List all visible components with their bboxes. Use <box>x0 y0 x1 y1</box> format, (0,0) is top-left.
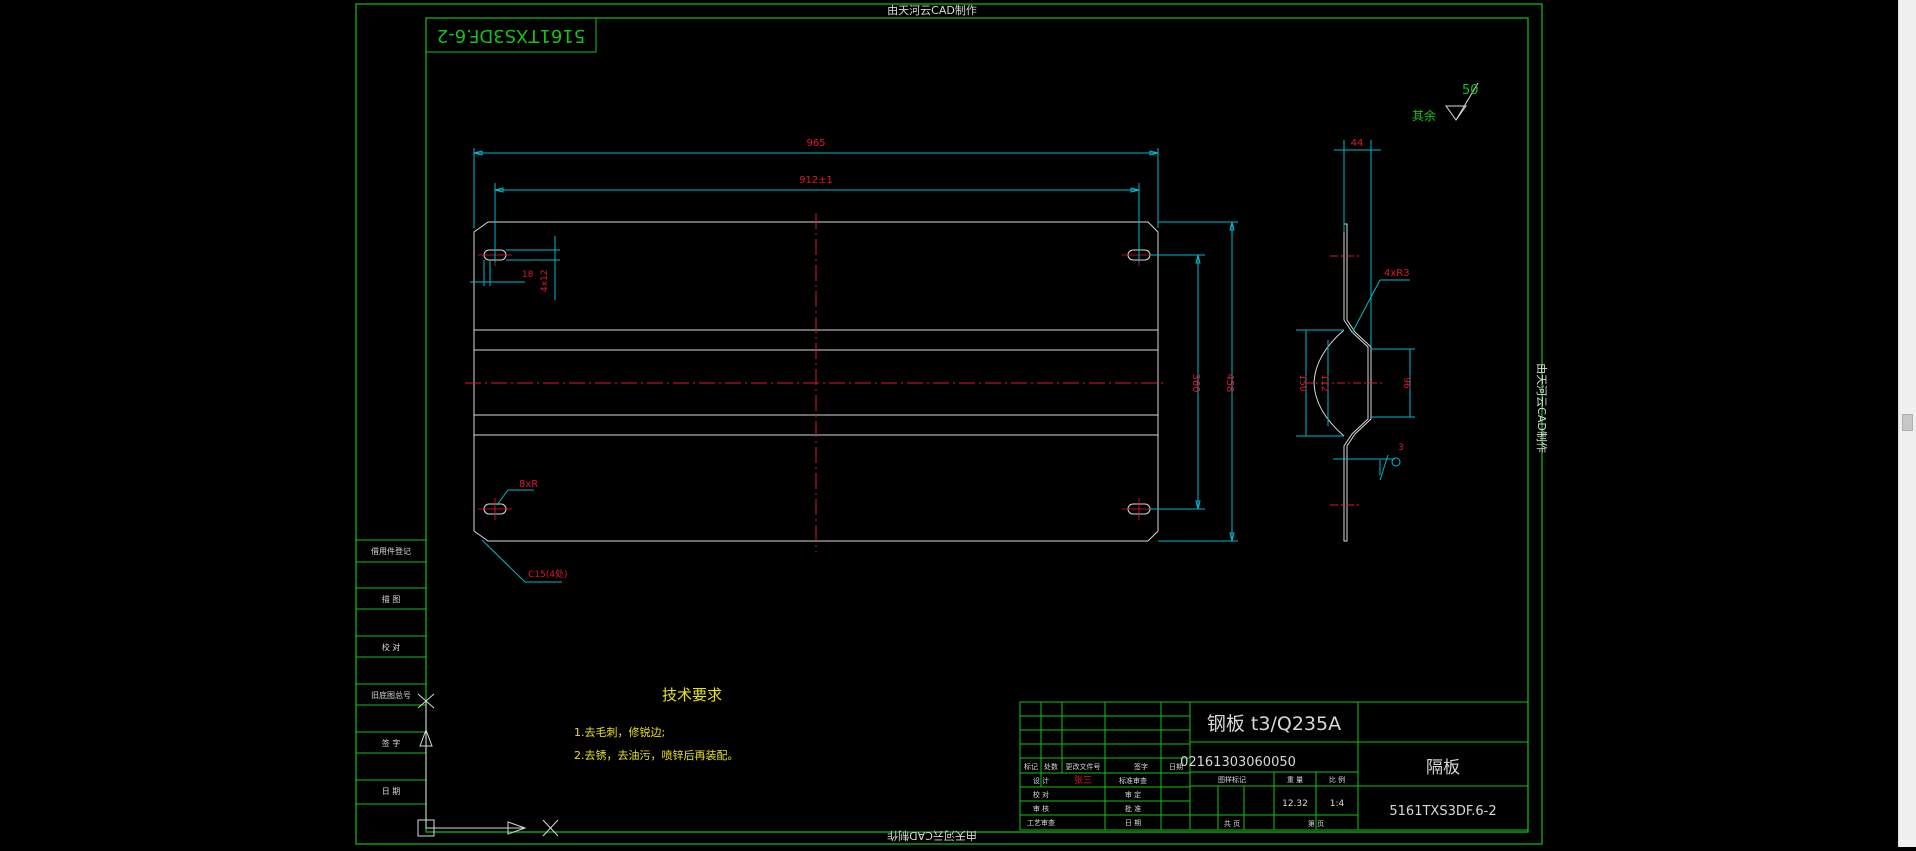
roughness-symbol: 50 其余 <box>1412 82 1479 123</box>
title-approval-2: 审 定 <box>1125 790 1141 799</box>
side-panel-row-3: 校 对 <box>382 642 401 652</box>
side-panel: 借用件登记 描 图 校 对 旧底图总号 签 字 日 期 <box>355 539 427 805</box>
title-weight: 12.32 <box>1282 799 1308 809</box>
dim-corner-radius-text: 8xR <box>519 479 538 490</box>
title-approval-3: 批 准 <box>1125 804 1141 813</box>
dim-inner-height-text: 112 <box>1319 374 1329 391</box>
designer-signature: 张三 <box>1074 775 1092 786</box>
dim-slot-width-text: 18 <box>522 270 534 280</box>
title-part-name: 隔板 <box>1426 758 1460 778</box>
dim-thickness-text: 3 <box>1398 443 1404 453</box>
corner-code: 5161TXS3DF.6-2 <box>437 25 585 46</box>
front-view: 965 912±1 18 4x12 8xR C15(4处) <box>465 138 1238 583</box>
dim-slot-length-text: 4x12 <box>540 269 550 292</box>
dim-bend-radius-text: 4xR3 <box>1384 268 1410 279</box>
scrollbar-thumb[interactable] <box>1902 414 1913 431</box>
watermark-right: 由天河云CAD制作 <box>1535 363 1549 453</box>
sheet-border <box>355 3 1543 845</box>
roughness-note: 其余 <box>1412 108 1436 123</box>
side-view: 44 4xR3 150 112 96 3 <box>1296 138 1415 542</box>
side-profile <box>1343 223 1372 542</box>
dim-chamfer-text: C15(4处) <box>528 568 568 580</box>
dim-overall-length-text: 965 <box>806 138 825 149</box>
title-header-4: 签字 <box>1134 762 1148 771</box>
tech-requirements: 技术要求 1.去毛刺，修锐边; 2.去锈，去油污，喷锌后再装配。 <box>574 686 739 762</box>
title-approval-4: 日 期 <box>1125 819 1141 827</box>
vertical-scrollbar[interactable] <box>1898 0 1916 847</box>
tech-requirement-1: 1.去毛刺，修锐边; <box>574 725 665 739</box>
title-doc-code: 5161TXS3DF.6-2 <box>1389 804 1496 819</box>
title-sheet-no: 第 页 <box>1308 819 1324 828</box>
title-header-3: 更改文件号 <box>1066 762 1101 771</box>
side-panel-row-5: 签 字 <box>382 738 401 748</box>
title-scale-label: 比 例 <box>1329 775 1345 784</box>
title-drawing-no: 02161303060050 <box>1180 755 1296 770</box>
dim-overall-width-text: 458 <box>1224 373 1235 392</box>
side-panel-row-6: 日 期 <box>382 787 401 796</box>
dim-profile-height-text: 150 <box>1297 374 1307 391</box>
title-role-1: 设 计 <box>1033 776 1049 785</box>
side-panel-row-2: 描 图 <box>382 594 401 604</box>
dim-hole-pitch: 912±1 <box>494 175 1140 262</box>
dim-overall-length: 965 <box>473 138 1159 228</box>
title-scale: 1:4 <box>1330 799 1345 809</box>
side-panel-row-1: 借用件登记 <box>371 546 411 556</box>
dim-flat-height-text: 96 <box>1401 377 1411 389</box>
watermark-top: 由天河云CAD制作 <box>887 3 977 17</box>
title-block: 钢板 t3/Q235A 02161303060050 隔板 5161TXS3DF… <box>1019 701 1529 831</box>
roughness-value: 50 <box>1462 83 1479 98</box>
tech-requirement-2: 2.去锈，去油污，喷锌后再装配。 <box>574 748 739 762</box>
dim-hole-pitch-text: 912±1 <box>799 175 833 186</box>
title-material: 钢板 t3/Q235A <box>1207 713 1341 735</box>
tech-requirements-title: 技术要求 <box>662 686 722 704</box>
title-header-2: 处数 <box>1044 762 1058 771</box>
drawing-frame <box>425 17 1529 833</box>
title-stage-label: 图样标记 <box>1218 775 1246 784</box>
dim-slot-detail: 18 4x12 8xR C15(4处) <box>470 236 568 583</box>
title-role-4: 工艺审查 <box>1027 818 1055 827</box>
title-role-2: 校 对 <box>1033 790 1049 799</box>
title-approval-1: 标准审查 <box>1119 776 1147 785</box>
watermark-bottom: 由天河云CAD制作 <box>887 829 977 843</box>
title-header-1: 标记 <box>1024 762 1038 771</box>
title-role-3: 审 核 <box>1033 804 1049 813</box>
title-header-5: 日期 <box>1169 763 1183 771</box>
plate-outline <box>473 221 1159 542</box>
corner-code-box <box>425 17 597 53</box>
title-weight-label: 重 量 <box>1287 776 1303 784</box>
dim-profile-depth-text: 44 <box>1351 138 1364 149</box>
side-panel-row-4: 旧底图总号 <box>371 690 411 700</box>
dim-vertical: 360 458 <box>1150 221 1238 542</box>
title-sheets-total: 共 页 <box>1224 819 1240 828</box>
dim-hole-spacing-v-text: 360 <box>1190 373 1201 392</box>
ucs-icon <box>417 693 559 837</box>
